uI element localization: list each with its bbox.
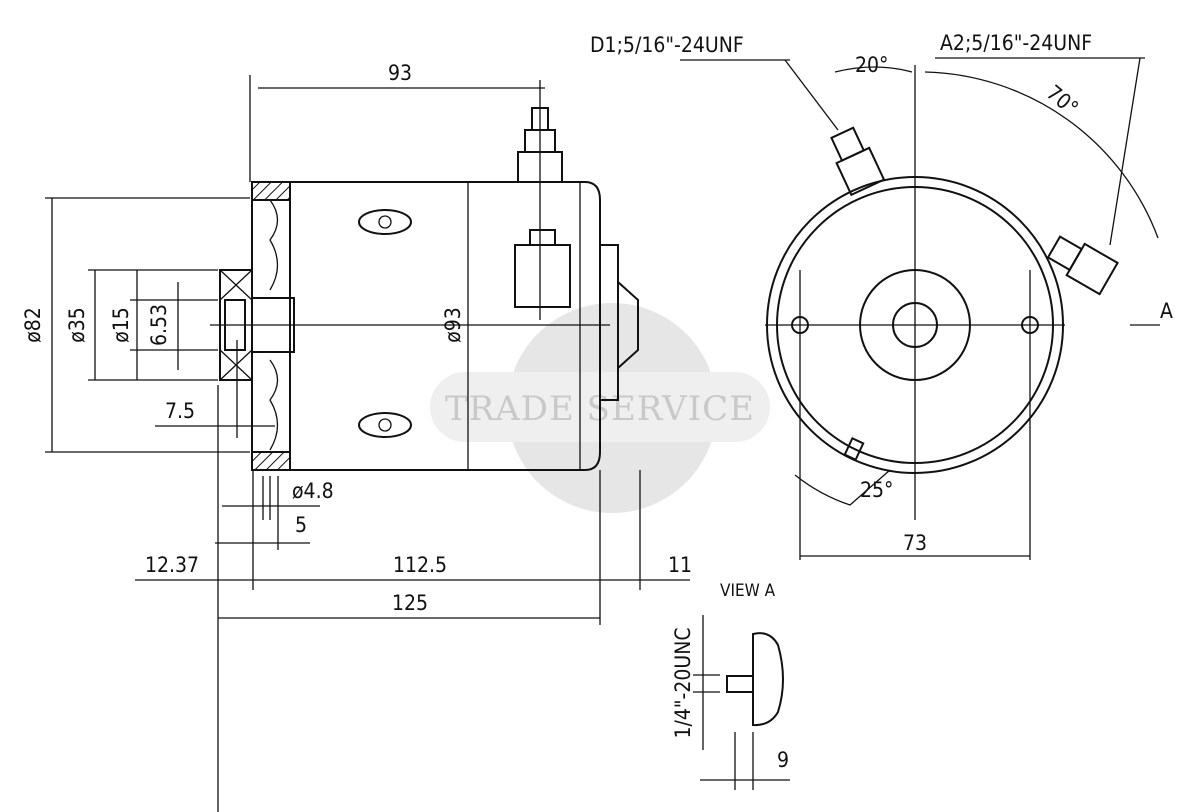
dim-9: 9 (777, 748, 789, 772)
dim-5: 5 (295, 513, 307, 537)
dim-dia-93: ø93 (441, 307, 465, 343)
dim-125: 125 (392, 591, 428, 615)
angle-70: 70° (1042, 80, 1083, 120)
dim-dia-15: ø15 (109, 307, 133, 343)
dim-dia-82: ø82 (21, 307, 45, 343)
thread-spec: 1/4"-20UNC (671, 627, 695, 738)
view-marker-a: A (1160, 299, 1173, 323)
label-terminal-d1: D1;5/16"-24UNF (590, 33, 744, 57)
dim-73: 73 (903, 531, 927, 555)
label-terminal-a2: A2;5/16"-24UNF (940, 31, 1092, 55)
dim-12-37: 12.37 (145, 553, 199, 577)
dim-dia-35: ø35 (65, 307, 89, 343)
dim-dia-4-8: ø4.8 (292, 479, 334, 503)
dim-93-top: 93 (388, 61, 412, 85)
angle-25: 25° (860, 478, 893, 502)
side-view: 93 ø82 ø35 ø15 6.53 ø93 7.5 ø4.8 5 12.37… (21, 61, 692, 812)
angle-20: 20° (855, 53, 888, 77)
view-a: VIEW A 1/4"-20UNC 9 (671, 581, 790, 790)
dim-7-5: 7.5 (165, 399, 195, 423)
view-a-title: VIEW A (720, 581, 776, 601)
dim-112-5: 112.5 (393, 553, 447, 577)
dim-11: 11 (668, 553, 692, 577)
dim-6-53: 6.53 (147, 304, 171, 346)
